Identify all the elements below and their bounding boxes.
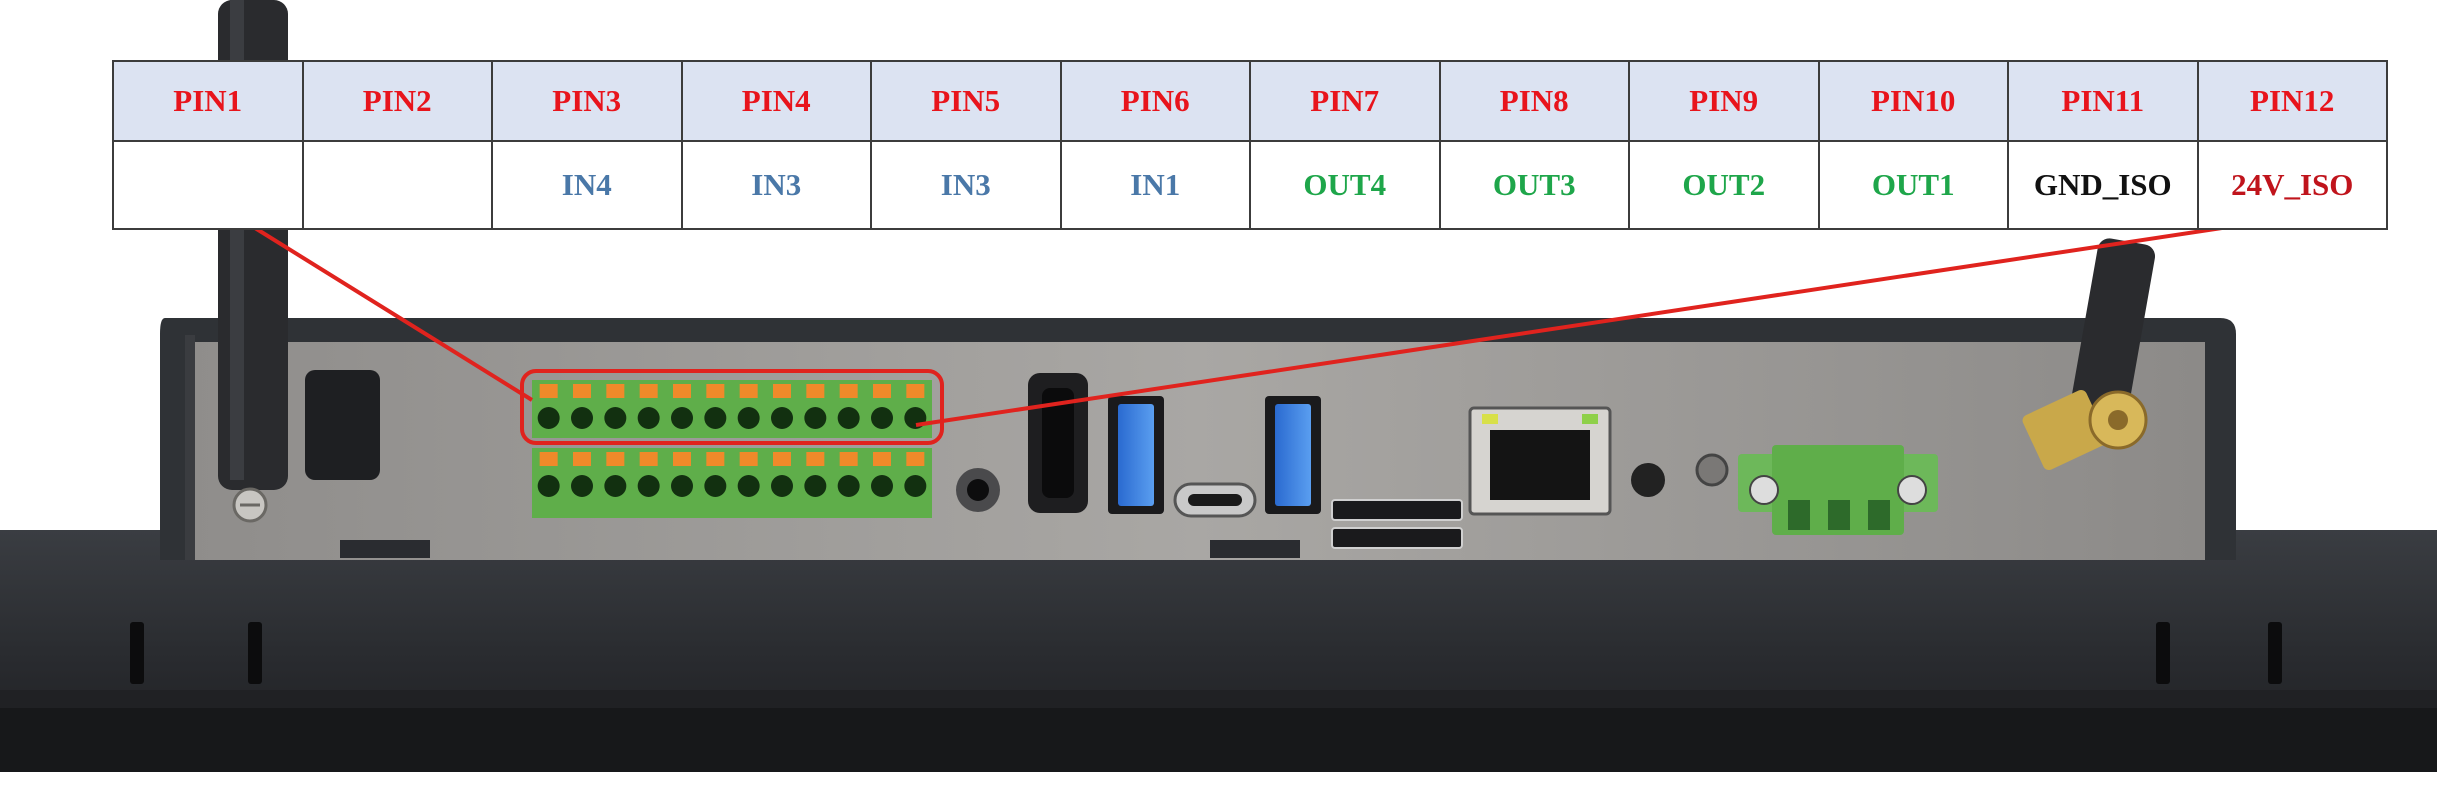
terminal-wire-hole xyxy=(604,407,627,429)
pin-header-cell: PIN3 xyxy=(491,60,683,142)
sd-card-slot xyxy=(1331,499,1463,549)
terminal-wire-hole xyxy=(871,407,893,429)
terminal-wire-hole xyxy=(737,407,760,429)
terminal-wire-hole xyxy=(571,475,593,497)
pin-signal-cell: IN3 xyxy=(680,140,872,230)
pin-signal-cell: GND_ISO xyxy=(2007,140,2199,230)
chassis-bezel xyxy=(0,530,2437,772)
terminal-release-tab xyxy=(739,452,758,466)
hdmi-port xyxy=(1028,373,1088,513)
terminal-release-tab xyxy=(773,452,791,466)
rj45-ethernet-port xyxy=(1468,406,1612,516)
pin-signal-cell xyxy=(112,140,304,230)
terminal-release-tab xyxy=(906,384,925,398)
terminal-highlight-box xyxy=(520,369,944,445)
pin-header-cell: PIN10 xyxy=(1817,60,2009,142)
terminal-row-bottom xyxy=(532,448,932,518)
audio-jack xyxy=(956,468,1000,512)
terminal-release-tab xyxy=(739,384,758,398)
terminal-wire-hole xyxy=(704,475,727,497)
terminal-release-tab xyxy=(839,452,858,466)
antenna-right xyxy=(2022,238,2156,471)
terminal-wire-hole xyxy=(771,475,793,497)
terminal-wire-hole xyxy=(671,475,693,497)
terminal-release-tab xyxy=(839,384,858,398)
terminal-release-tab xyxy=(706,384,725,398)
terminal-wire-hole xyxy=(537,475,560,497)
pin-header-cell: PIN7 xyxy=(1249,60,1441,142)
usb-a-port xyxy=(1265,396,1321,514)
pin-header-cell: PIN11 xyxy=(2007,60,2199,142)
terminal-release-tab xyxy=(906,452,925,466)
terminal-wire-hole xyxy=(804,407,827,429)
terminal-wire-hole xyxy=(804,475,827,497)
callout-lines xyxy=(224,208,2329,445)
terminal-release-tab xyxy=(606,384,625,398)
terminal-wire-hole xyxy=(604,475,627,497)
pin-header-row: PIN1 PIN2 PIN3 PIN4 PIN5 PIN6 PIN7 PIN8 … xyxy=(112,60,2388,142)
pin-table: PIN1 PIN2 PIN3 PIN4 PIN5 PIN6 PIN7 PIN8 … xyxy=(112,60,2388,230)
terminal-wire-hole xyxy=(737,475,760,497)
pin-signal-cell: IN4 xyxy=(491,140,683,230)
pin-header-cell: PIN5 xyxy=(870,60,1062,142)
terminal-block-24pin xyxy=(532,380,932,518)
terminal-wire-hole xyxy=(637,407,660,429)
terminal-wire-hole xyxy=(904,475,927,497)
pin-signal-cell: OUT1 xyxy=(1817,140,2009,230)
terminal-wire-hole xyxy=(571,407,593,429)
pin-signal-row: IN4 IN3 IN3 IN1 OUT4 OUT3 OUT2 OUT1 GND_… xyxy=(112,140,2388,230)
pin-header-cell: PIN6 xyxy=(1059,60,1251,142)
terminal-release-tab xyxy=(639,452,658,466)
terminal-release-tab xyxy=(873,452,891,466)
terminal-release-tab xyxy=(806,384,825,398)
terminal-wire-hole xyxy=(771,407,793,429)
pin-signal-cell: OUT3 xyxy=(1438,140,1630,230)
pin-header-cell: PIN12 xyxy=(2196,60,2388,142)
terminal-release-tab xyxy=(539,452,558,466)
terminal-wire-hole xyxy=(837,475,860,497)
pin-header-cell: PIN8 xyxy=(1438,60,1630,142)
terminal-wire-hole xyxy=(871,475,893,497)
rear-housing xyxy=(160,318,2236,560)
terminal-row-top xyxy=(532,380,932,438)
terminal-release-tab xyxy=(873,384,891,398)
terminal-release-tab xyxy=(806,452,825,466)
terminal-release-tab xyxy=(573,384,591,398)
pin-signal-cell xyxy=(301,140,493,230)
terminal-release-tab xyxy=(539,384,558,398)
terminal-wire-hole xyxy=(837,407,860,429)
terminal-release-tab xyxy=(773,384,791,398)
power-terminal-3pin xyxy=(1738,445,1938,535)
terminal-release-tab xyxy=(639,384,658,398)
led xyxy=(1631,453,1729,497)
pin-signal-cell: OUT2 xyxy=(1628,140,1820,230)
usb-c-port xyxy=(1173,482,1257,518)
pin-header-cell: PIN4 xyxy=(680,60,872,142)
terminal-wire-hole xyxy=(537,407,560,429)
terminal-release-tab xyxy=(673,452,691,466)
terminal-release-tab xyxy=(706,452,725,466)
terminal-release-tab xyxy=(573,452,591,466)
terminal-release-tab xyxy=(606,452,625,466)
terminal-wire-hole xyxy=(637,475,660,497)
terminal-release-tab xyxy=(673,384,691,398)
pin-signal-cell: OUT4 xyxy=(1249,140,1441,230)
usb-a-port xyxy=(1108,396,1164,514)
pin-signal-cell: 24V_ISO xyxy=(2196,140,2388,230)
pin-header-cell: PIN1 xyxy=(112,60,304,142)
pin-header-cell: PIN2 xyxy=(301,60,493,142)
pin-signal-cell: IN3 xyxy=(870,140,1062,230)
terminal-wire-hole xyxy=(671,407,693,429)
pin-signal-cell: IN1 xyxy=(1059,140,1251,230)
pin-header-cell: PIN9 xyxy=(1628,60,1820,142)
terminal-wire-hole xyxy=(704,407,727,429)
